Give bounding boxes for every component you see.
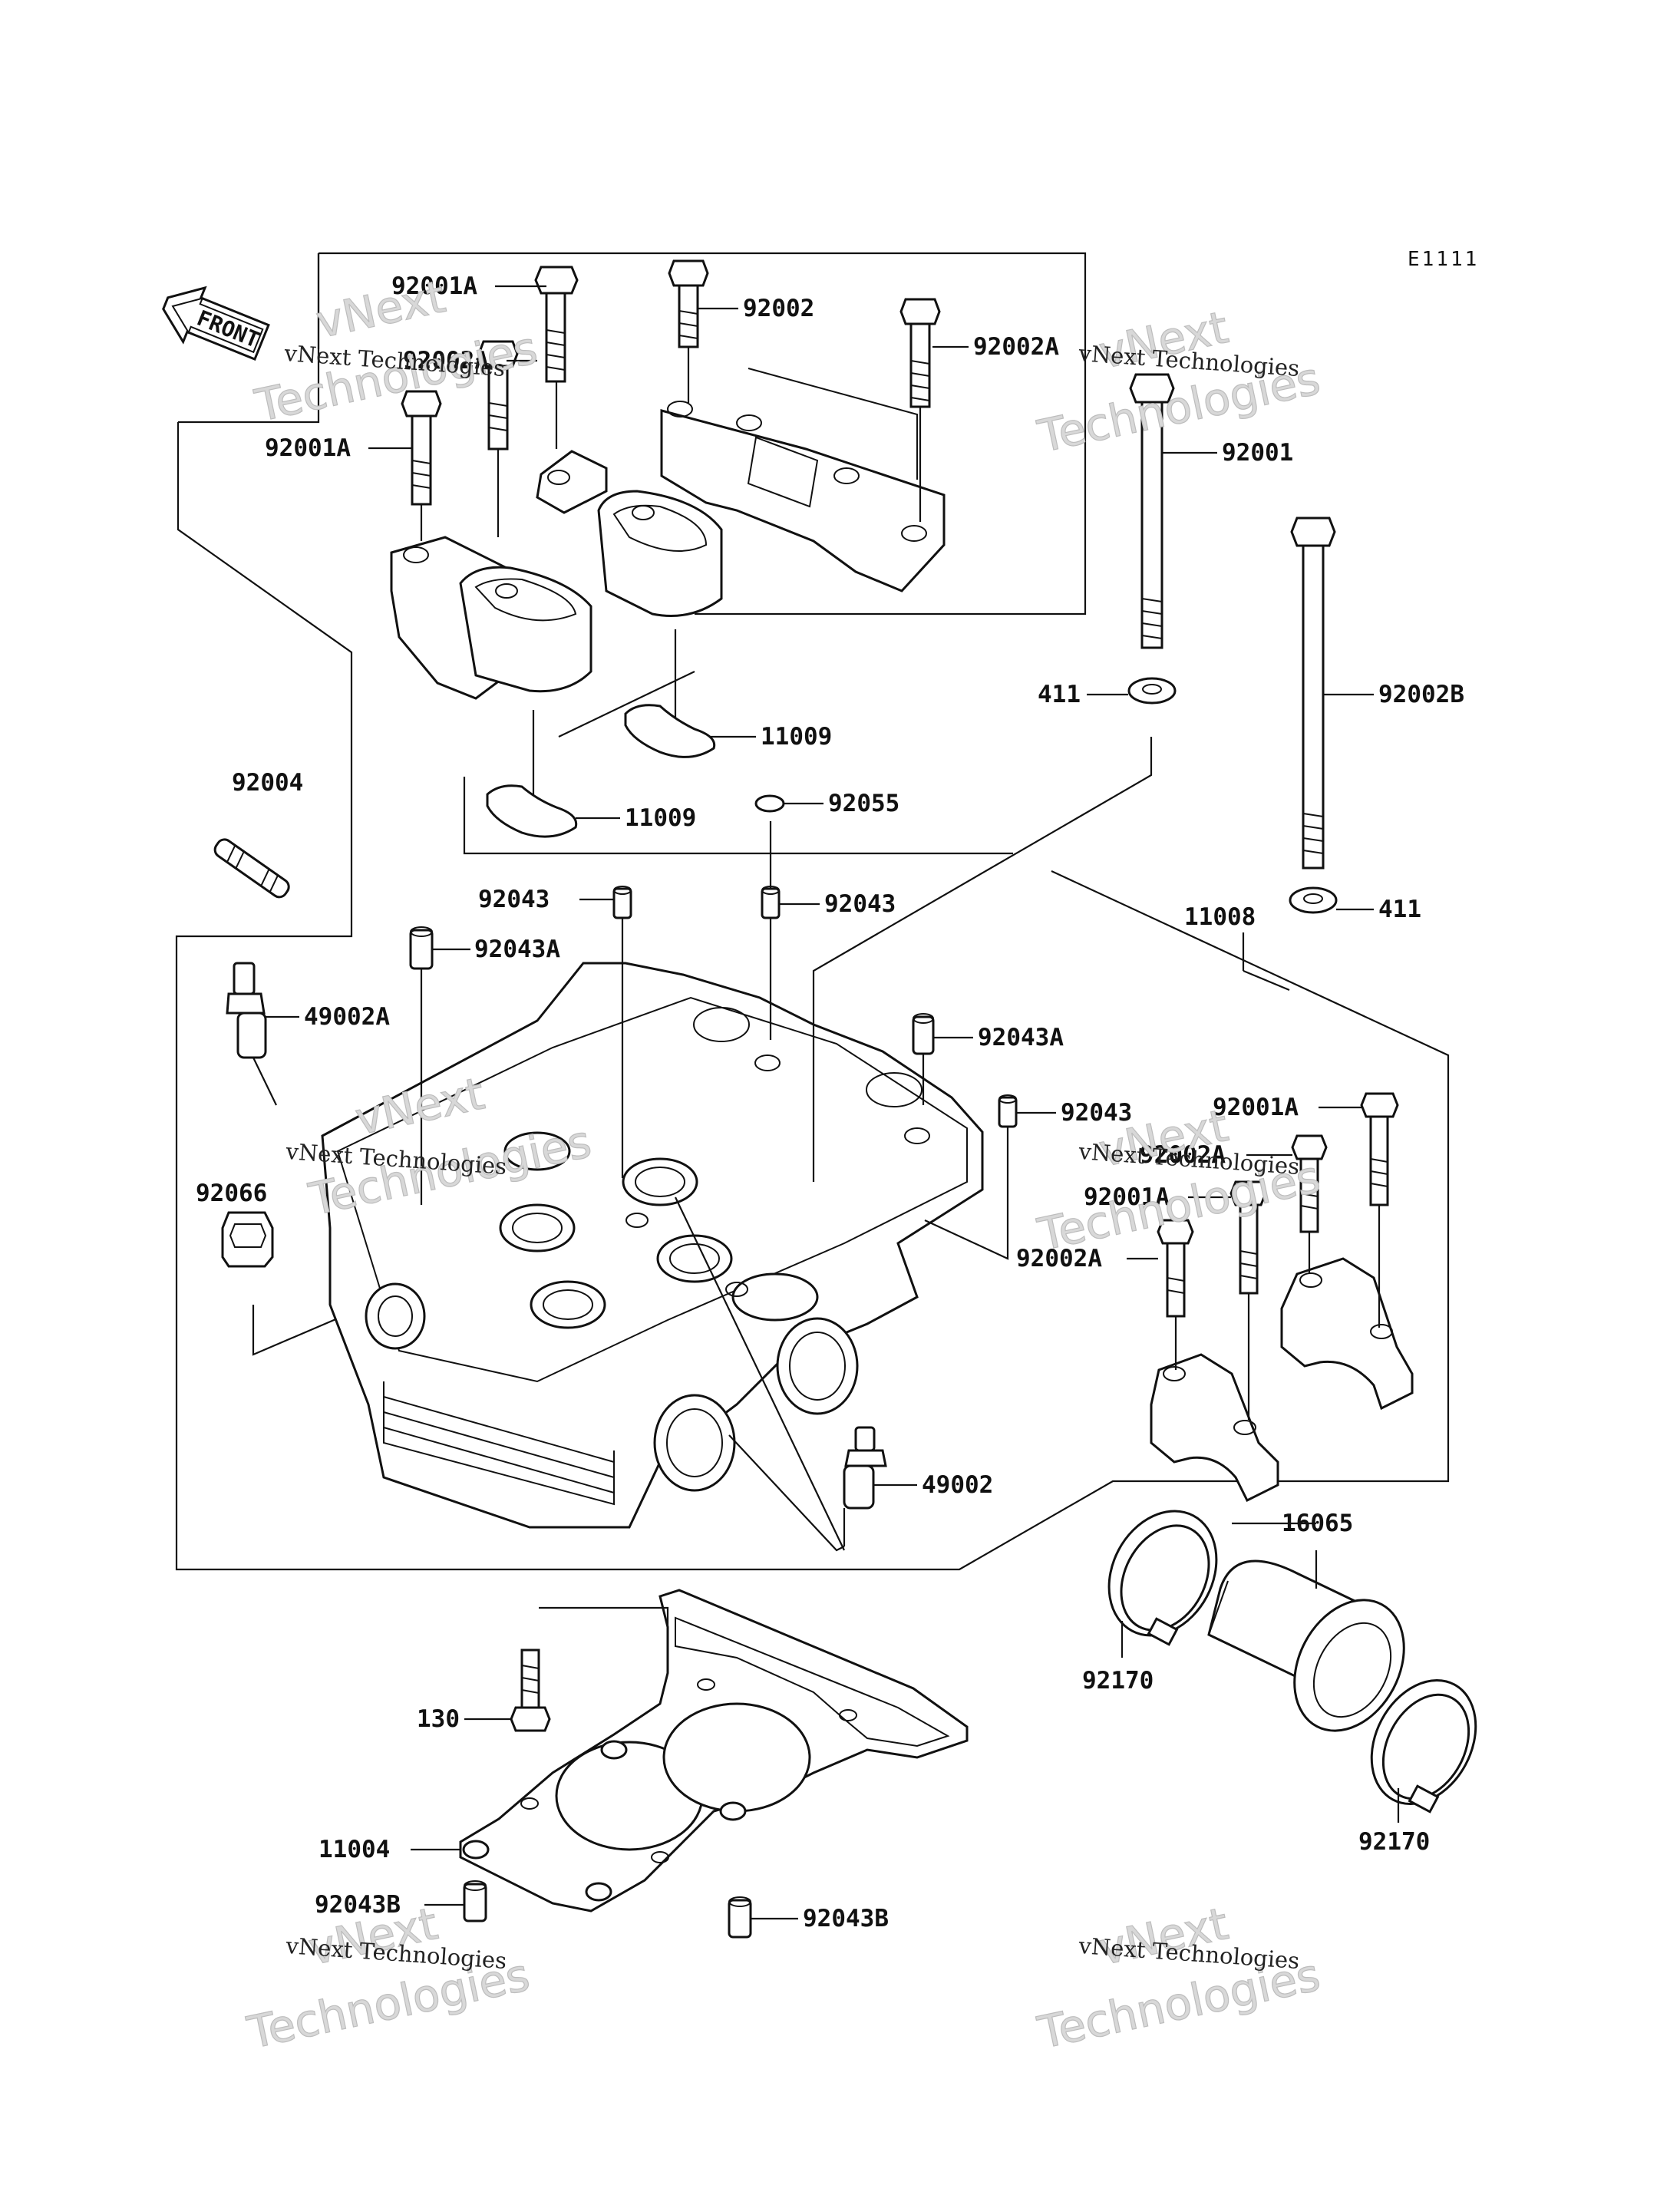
dowel-92043A-left [409, 926, 434, 970]
label-92002B: 92002B [1378, 681, 1464, 708]
label-92001A-mid: 92001A [1084, 1183, 1170, 1211]
label-11008: 11008 [1184, 903, 1256, 931]
stud-92004 [213, 838, 290, 899]
label-92002A-right: 92002A [1140, 1141, 1226, 1169]
clamp-92170-left [1107, 1510, 1218, 1646]
label-92066: 92066 [196, 1180, 267, 1207]
gasket-row-divider [558, 671, 695, 738]
fitting-49002A [226, 962, 267, 1059]
bolt-92002A-mid [1157, 1219, 1194, 1318]
camshaft-cap-upper-left [390, 536, 592, 700]
label-92004: 92004 [232, 769, 303, 797]
dowel-92043A-right [912, 1013, 935, 1055]
upper-cap-group-outline [319, 252, 1087, 616]
label-92001A-top: 92001A [391, 272, 477, 300]
front-arrow-icon: FRONT [162, 285, 270, 361]
bolt-92002A-top-right [899, 298, 941, 408]
bolt-92001A-left [401, 390, 442, 506]
label-49002A: 49002A [304, 1003, 390, 1031]
bolt-92001A-top [534, 266, 579, 383]
label-92001: 92001 [1222, 439, 1293, 467]
bolt-92002-top [668, 259, 709, 348]
camshaft-cap-lower-right [1280, 1257, 1414, 1411]
gasket-11009-right [624, 704, 716, 758]
cap-mount-left [536, 450, 608, 514]
cylinder-head-group-outline [178, 253, 320, 424]
head-gasket-11004 [459, 1589, 969, 1913]
gasket-11009-left [486, 784, 578, 838]
label-92001A-right: 92001A [1213, 1094, 1299, 1121]
label-11009-right: 11009 [761, 723, 832, 751]
label-411-top: 411 [1038, 681, 1081, 708]
label-130: 130 [417, 1705, 460, 1733]
label-92055: 92055 [828, 790, 899, 817]
svg-text:vNext: vNext [312, 270, 450, 348]
clamp-92170-right [1370, 1679, 1477, 1814]
dowel-92043-b [761, 886, 781, 919]
fitting-49002 [843, 1426, 887, 1510]
cylinder-head-11008 [321, 962, 984, 1529]
label-92043B-left: 92043B [315, 1891, 401, 1919]
label-92002A-top-left: 92002A [403, 347, 489, 375]
diagram-code: E1111 [1408, 248, 1479, 271]
dowel-92043B-left [463, 1880, 487, 1922]
label-16065: 16065 [1282, 1510, 1353, 1537]
label-11004: 11004 [319, 1836, 390, 1863]
label-49002: 49002 [922, 1471, 993, 1499]
bolt-92002A-right [1291, 1134, 1328, 1233]
label-92043-right: 92043 [1061, 1099, 1132, 1127]
washer-411-bottom [1289, 886, 1338, 914]
camshaft-cap-lower-left [1150, 1353, 1279, 1503]
label-92002: 92002 [743, 295, 814, 322]
bolt-92001-long [1129, 373, 1175, 649]
bolt-92002B-long [1290, 516, 1336, 870]
dowel-92043B-right [728, 1896, 752, 1939]
label-11009-left: 11009 [625, 804, 696, 832]
camshaft-cap-upper-right [660, 368, 946, 592]
cylinder-head-group-frame [175, 422, 1450, 1571]
label-92002A-mid: 92002A [1016, 1245, 1102, 1272]
label-92043A-left: 92043A [474, 936, 560, 963]
plug-92066 [221, 1211, 274, 1268]
oil-cup-right [597, 490, 723, 617]
label-92043-mid: 92043 [824, 890, 896, 918]
dowel-92043-right [998, 1094, 1018, 1128]
gasket-row-outline [463, 777, 1013, 855]
label-92001A-left: 92001A [265, 434, 351, 462]
holder-16065 [1207, 1559, 1405, 1732]
label-92002A-top-right: 92002A [973, 333, 1059, 361]
oring-92055 [754, 794, 785, 813]
bolt-92001A-right [1360, 1092, 1399, 1206]
bolt-130 [510, 1648, 551, 1732]
washer-411-top [1127, 677, 1177, 705]
dowel-92043-a [612, 886, 632, 919]
label-411-bottom: 411 [1378, 896, 1421, 923]
label-92043B-right: 92043B [803, 1905, 889, 1932]
label-92170-right: 92170 [1358, 1828, 1430, 1856]
label-92170-left: 92170 [1082, 1667, 1154, 1695]
label-92043-left: 92043 [478, 886, 550, 913]
label-92043A-right: 92043A [978, 1024, 1064, 1051]
